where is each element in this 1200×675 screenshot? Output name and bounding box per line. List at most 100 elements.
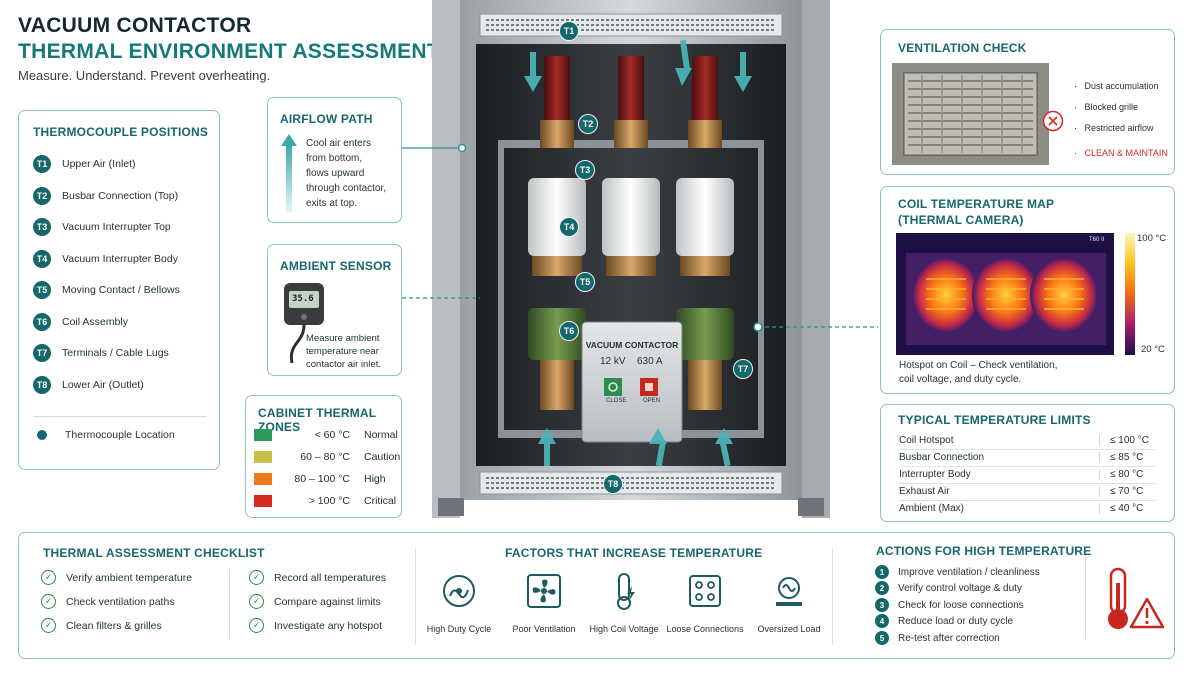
ventilation-bullet: · Restricted airflow <box>1074 123 1154 133</box>
actions-title: ACTIONS FOR HIGH TEMPERATURE <box>876 544 1092 558</box>
note-line: coil voltage, and duty cycle. <box>899 374 1022 385</box>
ambient-line: Measure ambient <box>306 333 380 344</box>
load-icon <box>776 577 802 606</box>
top-grille <box>486 19 776 31</box>
limit-row: Busbar Connection ≤ 85 °C <box>899 452 1155 467</box>
pole-2 <box>602 56 660 276</box>
contactor-cabinet-illustration <box>432 0 830 518</box>
ambient-title: AMBIENT SENSOR <box>280 259 392 273</box>
error-x-icon <box>1042 110 1064 132</box>
checklist-item: ✓Clean filters & grilles <box>41 618 162 633</box>
zone-swatch <box>254 495 272 507</box>
limit-value: ≤ 80 °C <box>1099 469 1155 480</box>
checklist-item: ✓ Compare against limits <box>249 594 381 609</box>
factor-item: Loose Connections <box>665 572 745 634</box>
factor-item: High Coil Voltage <box>584 572 664 634</box>
thermal-map-subtitle: (THERMAL CAMERA) <box>898 213 1024 227</box>
camera-tag: T60 II <box>1089 237 1105 243</box>
limit-value: ≤ 85 °C <box>1099 452 1155 463</box>
ventilation-panel: VENTILATION CHECK · Dust accumulation · … <box>880 29 1175 175</box>
bullet-text: Dust accumulation <box>1084 81 1159 91</box>
ventilation-bullet: · Dust accumulation <box>1074 81 1159 91</box>
factor-label: High Coil Voltage <box>589 624 659 634</box>
zone-swatch <box>254 451 272 463</box>
limit-row: Ambient (Max)≤ 40 °C <box>899 503 1155 517</box>
thermal-map-note: Hotspot on Coil – Check ventilation, coi… <box>899 359 1057 387</box>
factor-item: Oversized Load <box>749 572 829 634</box>
check-icon: ✓ <box>41 570 56 585</box>
section-divider <box>832 549 833 645</box>
thermocouple-marker-t1: T1 <box>559 21 579 41</box>
thermocouple-marker-t4: T4 <box>559 217 579 237</box>
action-text: Check for loose connections <box>898 599 1024 611</box>
thermocouple-marker-t7: T7 <box>733 359 753 379</box>
checklist-text: Record all temperatures <box>274 571 387 584</box>
thermocouple-label: Lower Air (Outlet) <box>62 379 144 391</box>
airflow-line: flows upward <box>306 168 365 179</box>
pole-3 <box>676 56 734 410</box>
factor-item: High Duty Cycle <box>419 572 499 634</box>
ambient-line: contactor air inlet. <box>306 359 381 370</box>
thermocouple-label: Upper Air (Inlet) <box>62 158 136 170</box>
zone-row: 60 – 80 °C Caution <box>254 451 400 463</box>
factor-label: High Duty Cycle <box>426 624 492 634</box>
scale-max: 100 °C <box>1137 233 1167 244</box>
page-title-line2: THERMAL ENVIRONMENT ASSESSMENT <box>18 40 441 63</box>
factor-label: Poor Ventilation <box>512 624 576 634</box>
ambient-sensor-icon <box>284 283 324 364</box>
zone-range: 60 – 80 °C <box>300 451 350 463</box>
limit-row: Exhaust Air≤ 70 °C <box>899 486 1155 501</box>
limit-name: Busbar Connection <box>899 452 985 463</box>
bullet-text: Restricted airflow <box>1084 123 1154 133</box>
action-number: 2 <box>875 581 889 595</box>
legend-label: Thermocouple Location <box>65 429 175 441</box>
action-text: Reduce load or duty cycle <box>898 615 1014 627</box>
contactor-voltage: 12 kV <box>600 356 626 367</box>
thermocouple-badge: T8 <box>33 376 51 394</box>
thermocouple-item: T8 Lower Air (Outlet) <box>33 376 144 394</box>
ventilation-bullets: · Dust accumulation · Blocked grille · R… <box>1074 76 1168 164</box>
factor-item: Poor Ventilation <box>504 572 584 634</box>
zone-label: Caution <box>364 451 401 463</box>
checklist-item: ✓Record all temperatures <box>249 570 386 585</box>
pole-1 <box>528 56 586 410</box>
high-temperature-warning-icon <box>1108 567 1165 629</box>
checklist-title: THERMAL ASSESSMENT CHECKLIST <box>43 546 265 560</box>
ambient-reading: 35.6 <box>292 294 314 304</box>
callout-connectors <box>402 143 878 332</box>
temperature-scale-bar <box>1125 233 1135 355</box>
close-label: CLOSE <box>606 398 627 404</box>
airflow-line: Cool air enters <box>306 138 372 149</box>
limit-value: ≤ 40 °C <box>1099 503 1155 514</box>
thermocouple-marker-t5: T5 <box>575 272 595 292</box>
thermocouple-marker-t8: T8 <box>603 474 623 494</box>
scale-min: 20 °C <box>1141 344 1165 355</box>
clean-maintain-label: CLEAN & MAINTAIN <box>1084 148 1168 158</box>
factors-title: FACTORS THAT INCREASE TEMPERATURE <box>505 546 763 560</box>
action-text: Improve ventilation / cleanliness <box>898 566 1040 578</box>
contactor-name: VACUUM CONTACTOR <box>585 340 679 350</box>
zone-label: High <box>364 473 386 485</box>
checklist-text: Compare against limits <box>274 595 381 608</box>
checklist-item: ✓Verify ambient temperature <box>41 570 192 585</box>
zone-range: < 60 °C <box>314 429 350 441</box>
bullet-text: Blocked grille <box>1084 102 1139 112</box>
checklist-text: Clean filters & grilles <box>66 619 162 632</box>
thermocouple-label: Coil Assembly <box>62 316 128 328</box>
check-icon: ✓ <box>249 594 264 609</box>
limit-name: Exhaust Air <box>899 486 950 497</box>
thermometer-bolt-icon <box>617 573 635 610</box>
